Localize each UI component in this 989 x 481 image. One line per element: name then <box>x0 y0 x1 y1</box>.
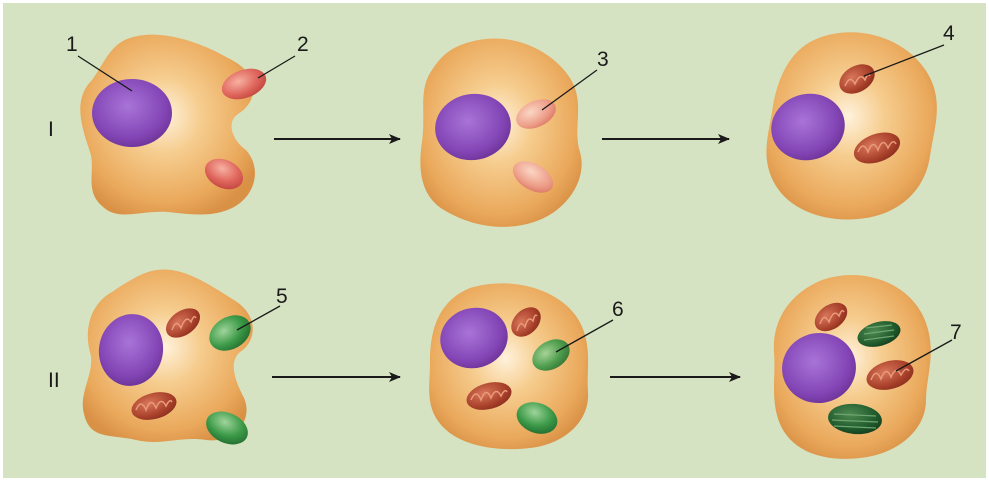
nucleus <box>92 79 172 147</box>
row2-cell-engulfed <box>429 283 588 449</box>
callout-3: 3 <box>597 48 609 71</box>
callout-7: 7 <box>950 321 962 344</box>
callout-5: 5 <box>276 285 288 308</box>
callout-1: 1 <box>66 33 78 56</box>
row-label-1: I <box>48 118 54 141</box>
callout-4: 4 <box>943 22 955 45</box>
row1-cell-engulfed <box>420 38 581 226</box>
row1-cell-mitochondria <box>764 32 937 219</box>
row1-cell-engulfing <box>80 35 270 215</box>
row-label-2: II <box>48 369 60 392</box>
leader-line-2 <box>258 56 295 78</box>
callout-2: 2 <box>297 33 309 56</box>
callout-6: 6 <box>612 298 624 321</box>
row2-cell-engulfing <box>83 269 257 450</box>
row2-cell-chloroplasts <box>774 275 931 459</box>
